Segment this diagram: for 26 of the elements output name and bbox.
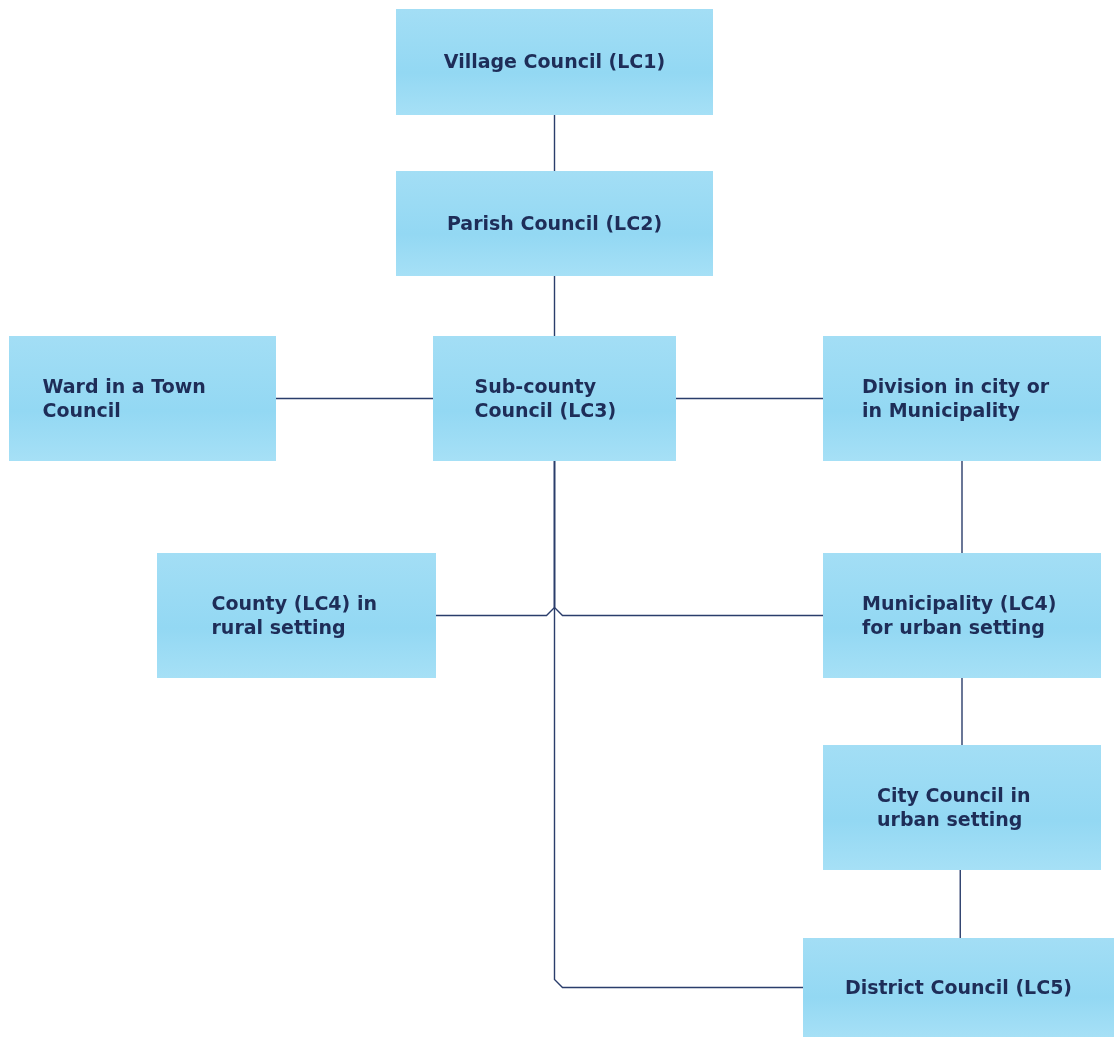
connector-line [675,397,824,400]
council-box [823,745,1101,870]
council-name: Ward in a Town Council [42,374,207,423]
connector-line [275,397,434,400]
connector-line [961,460,963,554]
council-name: Sub-county Council (LC3) [474,374,618,423]
council-box [157,553,436,678]
connector-line [959,869,961,939]
connector-line [553,460,804,989]
connector-line [961,677,963,746]
council-name: Municipality (LC4) for urban setting [862,591,1058,640]
council-box [396,9,713,115]
council-box [823,336,1101,461]
council-name: County (LC4) in rural setting [211,591,378,640]
connector-line [553,275,556,337]
council-name: City Council in urban setting [877,783,1032,832]
council-box [803,938,1114,1037]
council-box [823,553,1101,678]
council-box [396,171,713,276]
council-name: Division in city or in Municipality [862,374,1051,423]
council-box [433,336,676,461]
council-name: Parish Council (LC2) [446,211,663,236]
council-box [9,336,276,461]
council-name: Village Council (LC1) [443,50,666,74]
connector-line [553,114,556,172]
council-name: District Council (LC5) [844,975,1073,1000]
